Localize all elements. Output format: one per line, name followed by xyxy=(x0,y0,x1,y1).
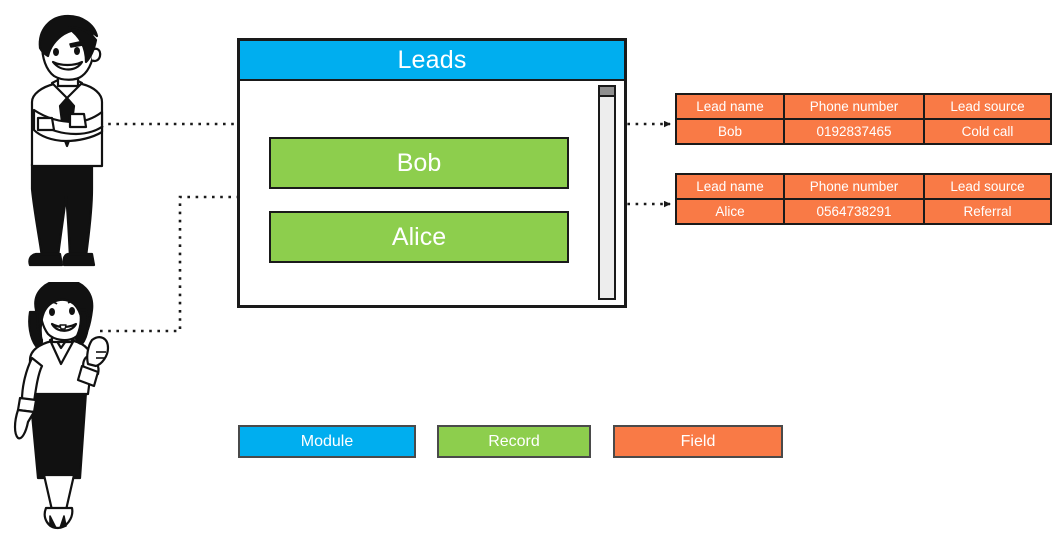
vertical-scrollbar[interactable] xyxy=(598,85,616,300)
table-row-header: Lead name Phone number Lead source xyxy=(675,173,1052,200)
module-title-bar: Leads xyxy=(240,41,624,81)
module-window: Leads Bob Alice xyxy=(237,38,627,308)
module-record-list: Bob Alice xyxy=(240,81,624,305)
field-table-bob: Lead name Phone number Lead source Bob 0… xyxy=(675,93,1052,145)
male-user-illustration xyxy=(28,14,104,267)
legend-item-field: Field xyxy=(613,425,783,458)
record-label: Alice xyxy=(391,222,447,251)
table-row: Bob 0192837465 Cold call xyxy=(675,118,1052,145)
legend-item-record: Record xyxy=(437,425,591,458)
female-user-illustration xyxy=(13,282,110,530)
legend-label: Field xyxy=(680,432,716,450)
cell-lead-source: Cold call xyxy=(923,118,1052,145)
column-header-phone-number: Phone number xyxy=(783,93,925,120)
column-header-lead-source: Lead source xyxy=(923,93,1052,120)
table-row-header: Lead name Phone number Lead source xyxy=(675,93,1052,120)
legend-label: Module xyxy=(300,432,354,450)
field-table-alice: Lead name Phone number Lead source Alice… xyxy=(675,173,1052,225)
legend-label: Record xyxy=(488,432,540,450)
cell-lead-source: Referral xyxy=(923,198,1052,225)
module-title-label: Leads xyxy=(397,45,467,74)
column-header-phone-number: Phone number xyxy=(783,173,925,200)
legend-item-module: Module xyxy=(238,425,416,458)
column-header-lead-source: Lead source xyxy=(923,173,1052,200)
record-row-alice[interactable]: Alice xyxy=(269,211,569,263)
column-header-lead-name: Lead name xyxy=(675,93,785,120)
record-row-bob[interactable]: Bob xyxy=(269,137,569,189)
cell-phone-number: 0564738291 xyxy=(783,198,925,225)
record-label: Bob xyxy=(396,148,442,177)
scrollbar-thumb[interactable] xyxy=(600,87,614,97)
cell-lead-name: Alice xyxy=(675,198,785,225)
cell-phone-number: 0192837465 xyxy=(783,118,925,145)
table-row: Alice 0564738291 Referral xyxy=(675,198,1052,225)
cell-lead-name: Bob xyxy=(675,118,785,145)
column-header-lead-name: Lead name xyxy=(675,173,785,200)
